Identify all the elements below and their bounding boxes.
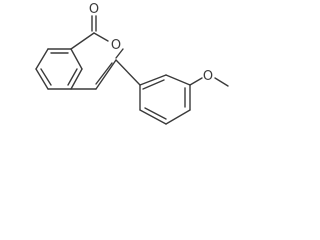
bond-aryl-oxygen — [189, 77, 203, 86]
bond-benzo-6 — [35, 48, 49, 70]
bond-c1-o2 — [93, 32, 109, 42]
bond-aryl-1 — [139, 74, 167, 86]
bond-c3-c4 — [95, 59, 117, 90]
bond-oxygen-methyl — [214, 77, 229, 87]
bond-aryl-4 — [165, 109, 191, 125]
bond-aryl-1-inner — [142, 79, 165, 90]
atom-labels: O O O — [89, 2, 213, 84]
structure-diagram: O O O — [0, 0, 246, 153]
bond-aryl-2 — [165, 74, 191, 86]
bond-benzo-2 — [70, 48, 83, 70]
bonds — [35, 15, 229, 125]
bond-o2-c3 — [115, 48, 124, 59]
bond-benzo-3 — [70, 68, 83, 90]
bond-benzo-5 — [35, 68, 49, 90]
bond-c3-c4-inner — [95, 62, 113, 85]
bond-aryl-5 — [139, 109, 167, 125]
bond-aryl-5-inner — [144, 107, 167, 120]
molecule-drawing: O O O — [35, 2, 229, 125]
bond-c8a-c1 — [70, 32, 95, 50]
carbonyl-oxygen-label: O — [89, 2, 99, 17]
ether-oxygen-label: O — [203, 69, 213, 84]
bond-c3-aryl — [115, 59, 141, 86]
ring-oxygen-label: O — [111, 38, 121, 53]
bond-benzo-3-inner — [67, 68, 78, 86]
bond-benzo-5-inner — [40, 68, 52, 86]
